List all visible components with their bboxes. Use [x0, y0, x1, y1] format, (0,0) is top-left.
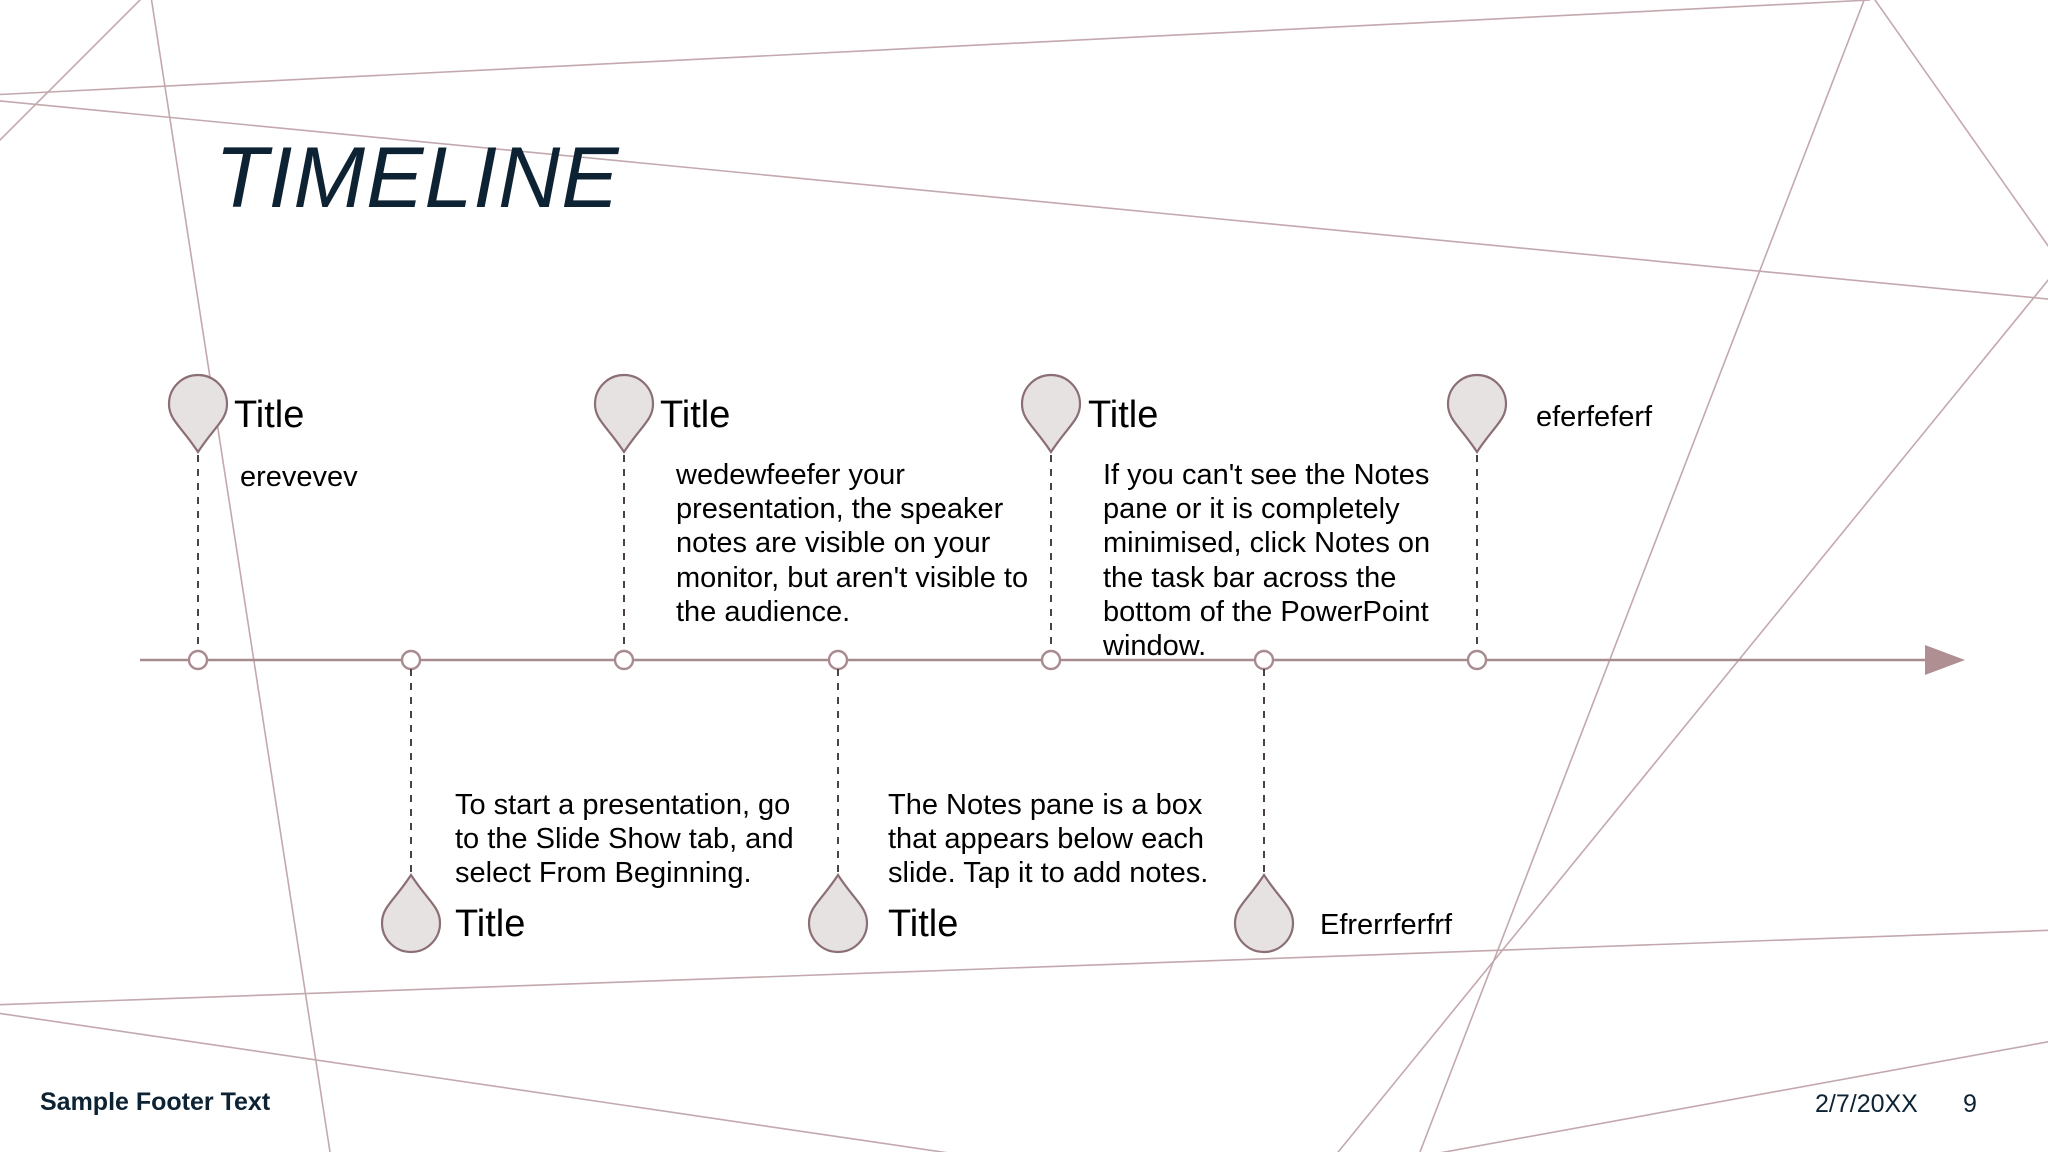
footer-page-number: 9: [1963, 1090, 1977, 1118]
pin-marker-node-4: [807, 872, 869, 954]
node-title-1: Title: [234, 394, 305, 436]
node-title-7: eferfeferf: [1536, 401, 1653, 433]
pin-marker-node-7: [1446, 373, 1508, 455]
pin-marker-node-2: [380, 872, 442, 954]
pin-markers-above: [167, 373, 1508, 455]
timeline-arrow-icon: [1925, 645, 1965, 675]
node-title-3: Title: [660, 394, 731, 436]
node-title-6: Efrerrferfrf: [1320, 909, 1453, 941]
node-title-2: Title: [455, 903, 526, 945]
pin-marker-node-5: [1020, 373, 1082, 455]
pin-marker-node-3: [593, 373, 655, 455]
node-body-2: To start a presentation, go to the Slide…: [455, 789, 794, 890]
node-body-1: erevevev: [240, 461, 358, 493]
footer-text: Sample Footer Text: [40, 1088, 271, 1116]
pin-marker-node-1: [167, 373, 229, 455]
node-body-4: The Notes pane is a box that appears bel…: [888, 789, 1209, 890]
page-title: TIMELINE: [215, 130, 620, 226]
node-body-3: wedewfeefer your presentation, the speak…: [676, 459, 1029, 628]
pin-marker-node-6: [1233, 872, 1295, 954]
node-title-4: Title: [888, 903, 959, 945]
footer-date: 2/7/20XX: [1815, 1090, 1918, 1118]
node-title-5: Title: [1088, 394, 1159, 436]
node-body-5: If you can't see the Notes pane or it is…: [1103, 459, 1431, 663]
